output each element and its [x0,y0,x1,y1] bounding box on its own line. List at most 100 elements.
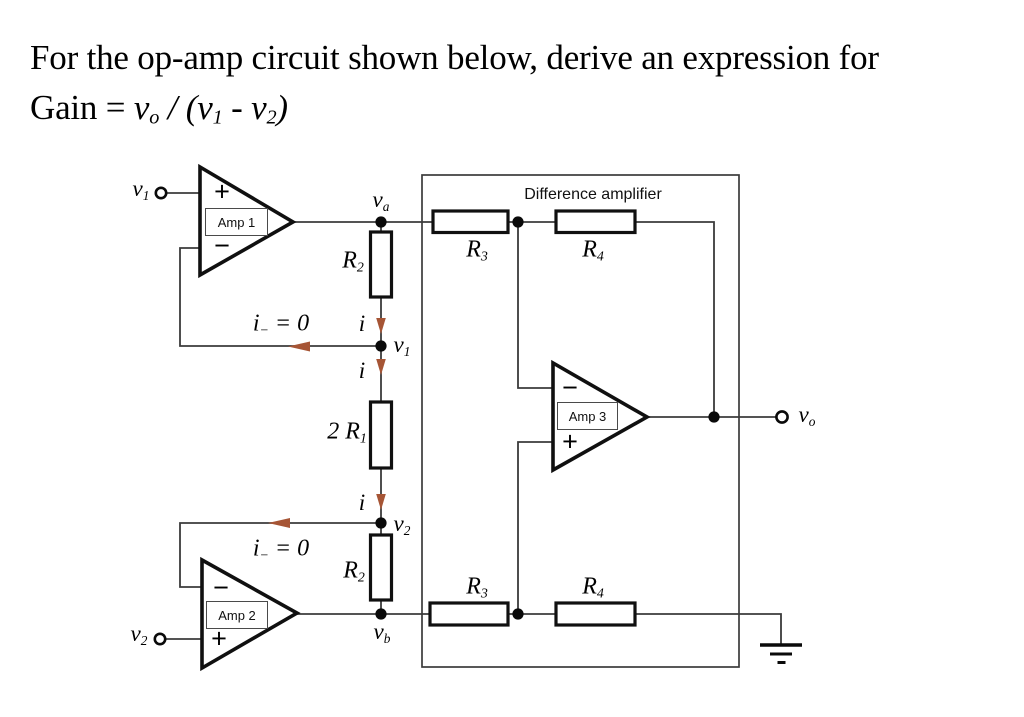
difference-amplifier-box [421,174,740,668]
label-r4-bottom: R4 [582,573,604,602]
v1n-sub: 1 [403,344,411,360]
v2-sub: 2 [266,106,277,129]
arrow-down-i-top [376,318,386,334]
resistor-r3-bottom [428,601,510,627]
node-va [375,216,387,228]
arrow-left-feedback-top [288,341,310,352]
terminal-label-v2: v2 [131,621,148,649]
node-label-va: va [373,187,390,215]
node-v1 [375,340,387,352]
resistor-r2-top [368,230,394,299]
label-i-low: i [358,490,366,515]
v1-base: v [197,88,213,128]
node-output [708,411,720,423]
node-label-v2: v2 [394,511,411,539]
ground-symbol [760,643,802,664]
r1-base: 2 R [327,418,360,445]
label-r3-top: R3 [466,236,488,265]
va-base: v [372,186,383,212]
label-2r1: 2 R1 [327,418,367,447]
r1-sub: 1 [359,431,367,447]
terminal-vo-circle [775,410,789,424]
resistor-r4-bottom [554,601,637,627]
label-i-minus-zero-bottom: i− = 0 [253,535,309,564]
label-r4-top: R4 [582,236,604,265]
wire-feedback-amp1 [179,247,381,347]
r3t-sub: 3 [480,249,488,265]
amp2-label-box: Amp 2 [206,601,268,629]
ieqt-sub: − [259,323,269,339]
amp2-minus-sign: − [213,572,229,603]
vo-term-base: v [798,401,809,427]
resistor-r4-top [554,209,637,235]
v2-term-sub: 2 [140,633,148,649]
terminal-label-v1: v1 [133,176,150,204]
ieqb-sub: − [259,548,269,564]
junction-nodes [375,216,720,620]
v1-term-base: v [132,175,143,201]
resistor-2r1 [368,400,394,470]
label-r2-bottom: R2 [343,557,365,586]
arrow-down-i-low [376,494,386,510]
amp1-minus-sign: − [214,230,230,261]
ieqt-rest: = 0 [268,310,310,337]
amp3-minus-sign: − [562,372,578,403]
v2n-base: v [393,510,404,536]
r2b-base: R [343,557,358,584]
arrow-left-feedback-bottom [268,518,290,528]
terminal-v2-circle [153,632,167,646]
amp2-plus-sign: + [211,623,227,654]
amp3-label-box: Amp 3 [557,402,618,430]
r4t-base: R [582,236,597,263]
terminal-label-vo: vo [799,402,816,430]
r3b-sub: 3 [480,586,488,602]
question-line2: Gain = vo / (v1 - v2) [30,83,879,133]
label-i-minus-zero-top: i− = 0 [253,310,309,339]
ieqt-base: i [252,310,260,337]
v2n-sub: 2 [403,523,411,539]
arrow-down-i-mid [376,359,386,375]
vb-sub: b [383,631,391,647]
wire-topnode-to-minus [517,222,553,389]
label-i-top: i [358,311,366,336]
v1n-base: v [393,331,404,357]
r4b-base: R [582,573,597,600]
label-i-mid: i [358,358,366,383]
question-line1: For the op-amp circuit shown below, deri… [30,38,879,77]
resistor-r3-top [431,209,510,235]
gain-eq-text: Gain = [30,88,134,128]
node-v2 [375,517,387,529]
vo-sub: o [149,106,160,129]
dash-text: - [222,88,252,128]
r2t-sub: 2 [356,260,364,276]
current-arrows [268,318,386,528]
node-label-vb: vb [374,619,391,647]
v2-term-base: v [130,620,141,646]
vo-term-sub: o [808,414,816,430]
r3b-base: R [466,573,481,600]
v1-term-sub: 1 [142,188,150,204]
v1-sub: 1 [212,106,223,129]
node-label-v1: v1 [394,332,411,360]
amp1-label-box: Amp 1 [205,208,268,236]
wire-r4-feedback-down [635,221,715,417]
terminal-v1-circle [154,186,168,200]
gain-formula: vo / (v1 - v2) [134,88,288,129]
resistor-r2-bottom [368,533,394,602]
va-sub: a [382,199,390,215]
v2-base: v [251,88,267,128]
node-r3r4-bottom [512,608,524,620]
r2t-base: R [342,247,357,274]
r2b-sub: 2 [357,570,365,586]
label-r2-top: R2 [342,247,364,276]
amp1-plus-sign: + [214,176,230,207]
ieqb-base: i [252,535,260,562]
label-r3-bottom: R3 [466,573,488,602]
difference-amplifier-label: Difference amplifier [524,186,662,203]
question-title: For the op-amp circuit shown below, deri… [30,33,879,134]
divider-text: / ( [159,88,198,128]
amp3-plus-sign: + [562,426,578,457]
